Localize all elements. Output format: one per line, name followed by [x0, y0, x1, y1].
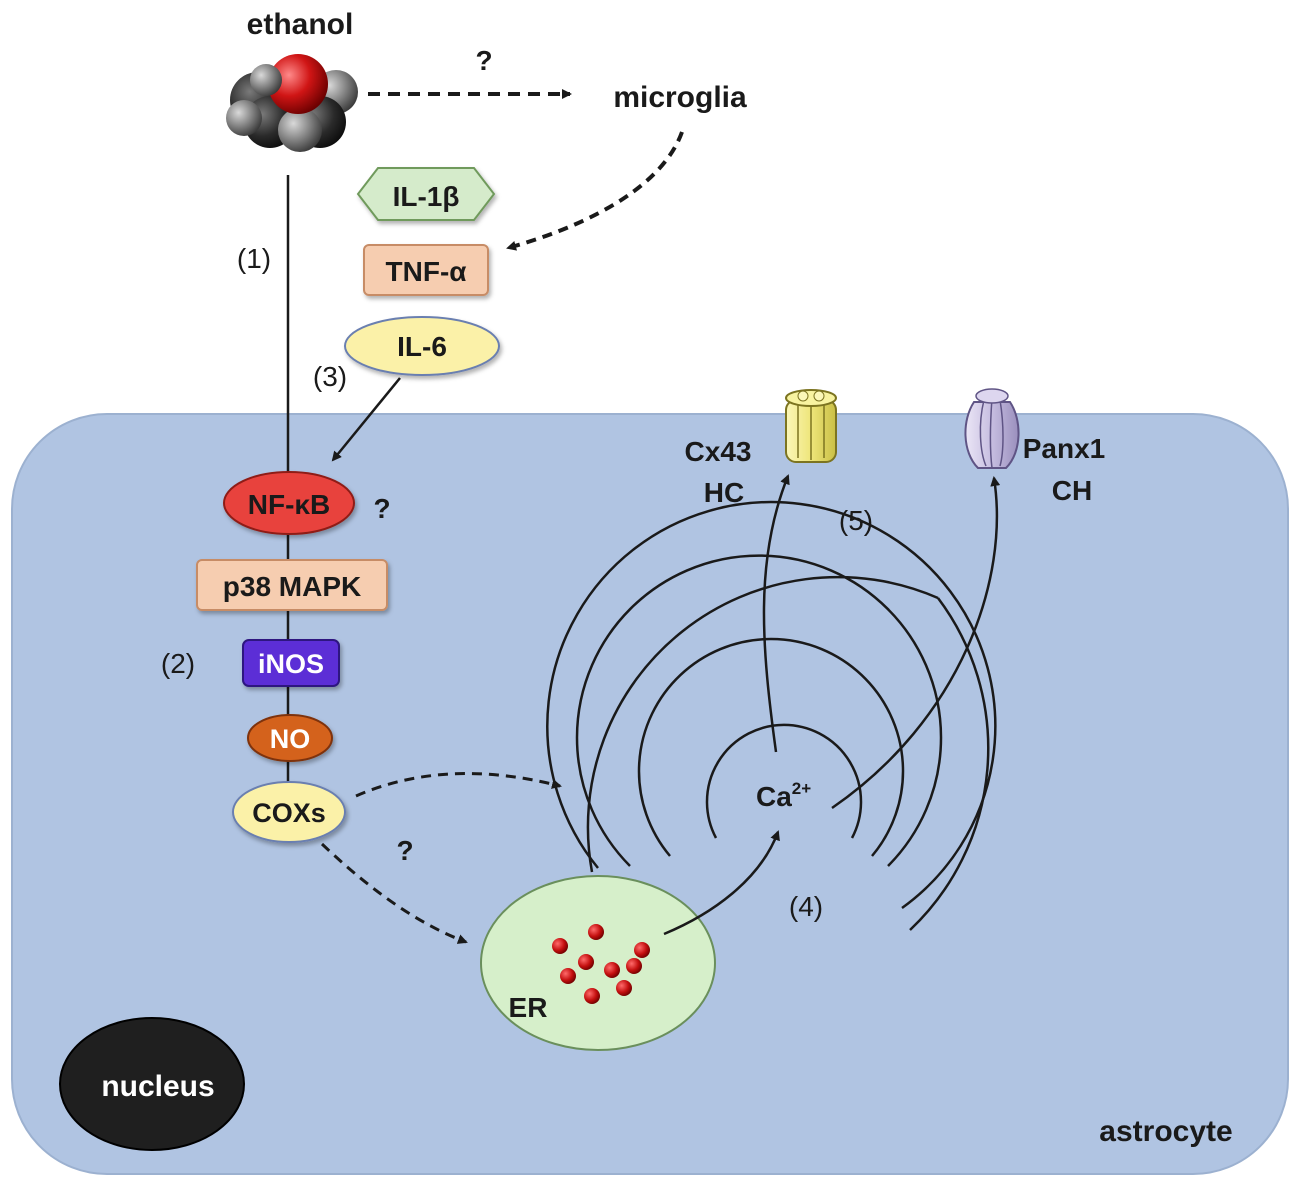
il6-ellipse: [344, 316, 500, 376]
p38-box: [196, 559, 388, 611]
calcium-ion: [560, 968, 576, 984]
calcium-wave-arcs: [546, 500, 997, 931]
il6-label: IL-6: [397, 331, 447, 362]
microglia-label: microglia: [613, 81, 747, 114]
tnfa-box: [363, 244, 489, 296]
question-mark-nfkb: ?: [373, 493, 390, 524]
step-4-label: (4): [789, 891, 823, 922]
il1b-hexagon: [356, 167, 496, 221]
er-calcium-arrow: [663, 830, 780, 936]
coxs-label: COXs: [252, 798, 326, 828]
step-1-label: (1): [237, 243, 271, 274]
panx1-label-line2: CH: [1052, 475, 1092, 506]
nfkb-ellipse: [223, 471, 355, 535]
step-3-label: (3): [313, 361, 347, 392]
calcium-charge: 2+: [792, 779, 811, 798]
coxs-er-arrow: [320, 842, 468, 944]
inos-box: [242, 639, 340, 687]
no-label: NO: [270, 724, 311, 754]
panx1-channel-icon: [964, 388, 1020, 469]
coxs-ellipse: [232, 781, 346, 843]
question-mark-er: ?: [396, 835, 413, 866]
calcium-wave-arc: [637, 637, 905, 857]
inos-label: iNOS: [258, 649, 324, 679]
cx43-label-line1: Cx43: [685, 436, 752, 467]
astrocyte-label: astrocyte: [1099, 1115, 1232, 1148]
nucleus: [59, 1017, 245, 1151]
nfkb-label: NF-κB: [248, 489, 330, 520]
calcium-ion: [626, 958, 642, 974]
cx43-label-line2: HC: [704, 477, 744, 508]
calcium-wave-arc: [705, 723, 863, 839]
calcium-wave-arc: [575, 554, 943, 867]
calcium-ion: [588, 924, 604, 940]
question-mark-microglia: ?: [475, 45, 492, 76]
il6-nfkb-arrow: [331, 377, 401, 462]
p38-label: p38 MAPK: [223, 571, 361, 602]
calcium-ion: [584, 988, 600, 1004]
calcium-ion: [616, 980, 632, 996]
calcium-symbol: Ca: [756, 781, 792, 812]
calcium-ion: [552, 938, 568, 954]
calcium-ion: [578, 954, 594, 970]
cx43-hemichannel-icon: [785, 389, 837, 463]
calcium-ions: [552, 924, 650, 1004]
ethanol-molecule-icon: [226, 54, 358, 152]
nucleus-label: nucleus: [101, 1070, 214, 1103]
calcium-wave-arc: [546, 500, 997, 910]
calcium-cx43-arrow: [762, 474, 790, 753]
calcium-wave-arc: [909, 597, 990, 931]
microglia-cytokine-arrow: [506, 131, 684, 251]
calcium-ion: [634, 942, 650, 958]
er-label: ER: [509, 992, 548, 1023]
tnfa-label: TNF-α: [386, 256, 467, 287]
ethanol-label: ethanol: [247, 8, 354, 41]
calcium-wave-arc: [586, 575, 939, 873]
calcium-panx1-arrow: [831, 476, 1001, 810]
calcium-label: Ca2+: [756, 779, 811, 812]
coxs-wave-arrow: [355, 772, 562, 798]
calcium-ion: [604, 962, 620, 978]
step-5-label: (5): [839, 505, 873, 536]
il1b-label: IL-1β: [393, 181, 460, 212]
step-2-label: (2): [161, 648, 195, 679]
panx1-label-line1: Panx1: [1023, 433, 1106, 464]
er-organelle: [480, 875, 716, 1051]
no-ellipse: [247, 714, 333, 762]
